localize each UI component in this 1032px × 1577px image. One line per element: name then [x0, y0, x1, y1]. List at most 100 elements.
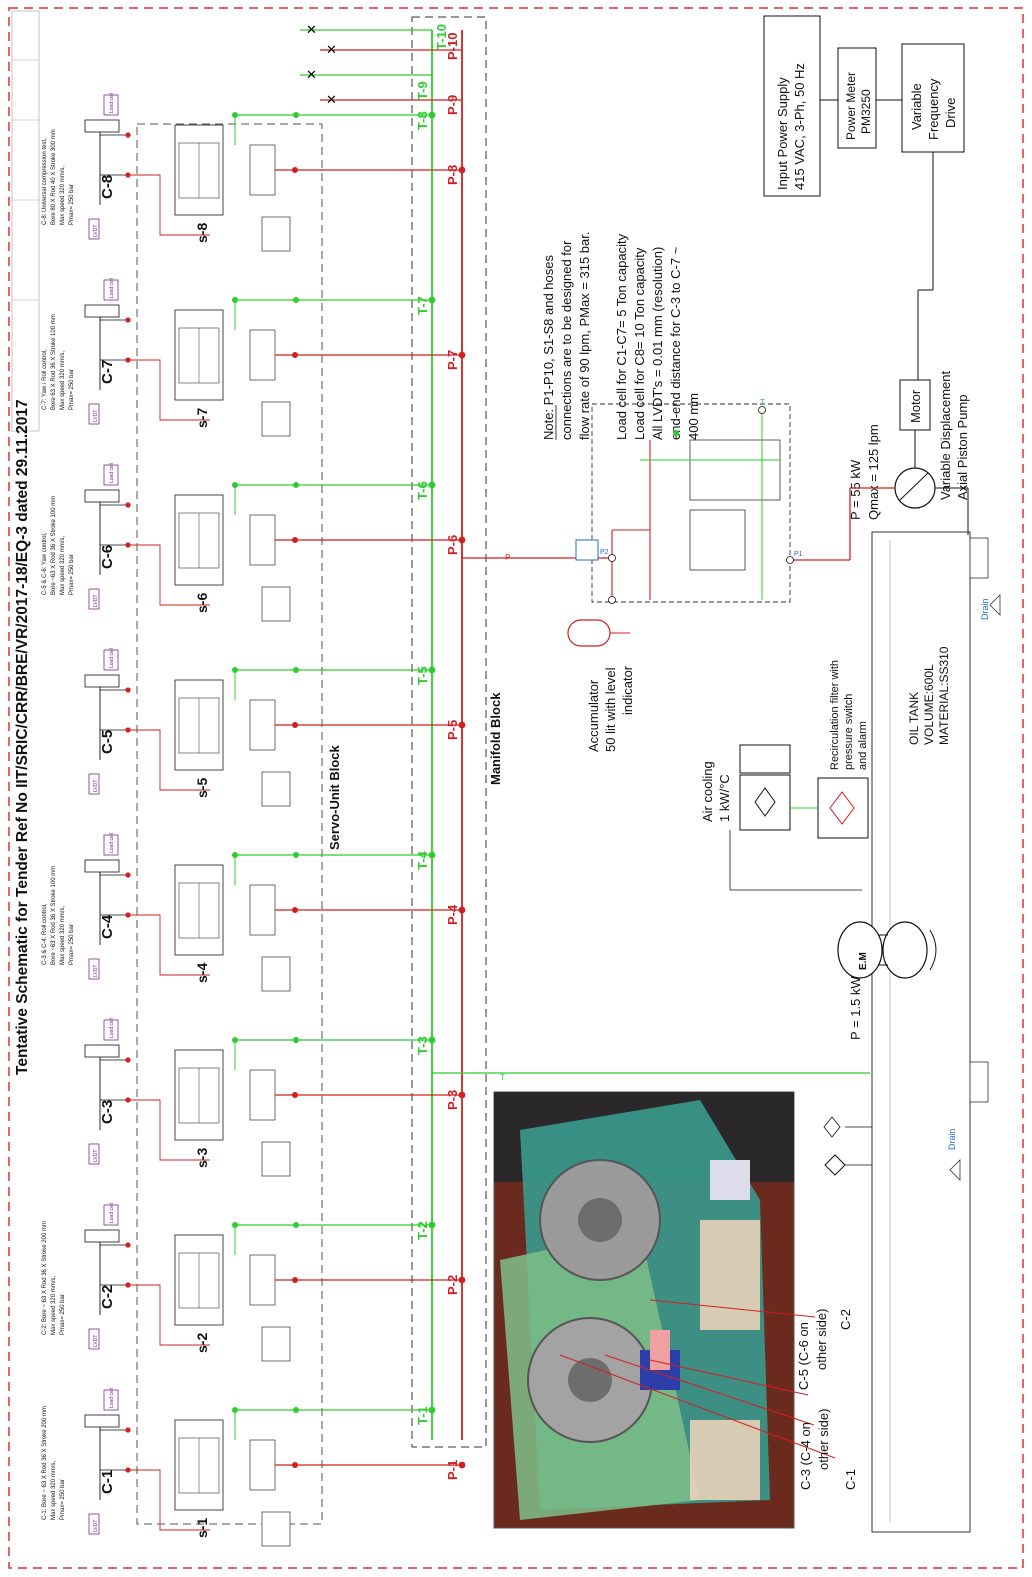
cylinder-spec-line: Max speed 320 mm/s, [51, 1276, 57, 1335]
cylinder-symbol [84, 119, 120, 133]
accumulator-line-3: indicator [620, 665, 635, 715]
note-line-1: Note: P1-P10, S1-S8 and hoses [541, 254, 556, 440]
rig-label-c1: C-1 [843, 1469, 858, 1490]
cylinder-symbol [84, 1044, 120, 1058]
cylinder-spec-line: Pmax= 250 bar [69, 554, 75, 595]
cylinder-symbol [84, 674, 120, 688]
tank-line-2: VOLUME:600L [922, 664, 936, 745]
cylinder-column: C-3 & C-4: Roll control,Bore ~63 X Rod 3… [42, 833, 466, 992]
manifold-label: Manifold Block [488, 692, 503, 785]
vfd-line-3: Drive [943, 98, 958, 128]
drain-label-1: Drain [980, 598, 990, 620]
cylinder-spec-line: C-3 & C-4: Roll control, [42, 903, 48, 965]
lvdt-badge [88, 773, 100, 795]
tank-line-1: OIL TANK [907, 692, 921, 745]
loadcell-label: Load cell [109, 1388, 115, 1408]
title-block [11, 10, 40, 432]
power-supply-line-2: 415 VAC, 3-Ph, 50 Hz [792, 63, 807, 190]
pressure-port-label: P-5 [445, 720, 460, 740]
small-pump-spec: P = 1.5 kW [848, 976, 863, 1040]
lvdt-badge [88, 1143, 100, 1165]
rig-label-c3-line2: other side) [816, 1409, 831, 1470]
servo-label: s-7 [194, 408, 210, 428]
port-t9: T-9 [415, 81, 430, 100]
motor-box [899, 379, 931, 431]
pump-spec-1: P = 55 kW [848, 459, 863, 520]
servo-label: s-2 [194, 1333, 210, 1353]
power-meter-line-2: PM3250 [859, 89, 873, 134]
servo-label: s-6 [194, 593, 210, 613]
port-p9: P-9 [445, 95, 460, 115]
power-chain: Input Power Supply 415 VAC, 3-Ph, 50 Hz … [763, 15, 970, 561]
loadcell-badge [103, 1389, 119, 1411]
note-line-3: flow rate of 90 lpm, PMax = 315 bar. [577, 232, 592, 440]
cylinder-column: C-5 & C-6: Yaw control,Bore ~63 X Rod 36… [42, 463, 466, 622]
cylinder-spec-line: Pmax= 250 bar [60, 1294, 66, 1335]
load-note-5: 400 mm [686, 393, 701, 440]
pressure-port-label: P-3 [445, 1090, 460, 1110]
port-t-top: T [760, 398, 765, 407]
lvdt-label: LVDT [93, 1150, 99, 1162]
port-p2: P2 [600, 549, 609, 556]
cylinder-spec-line: Max speed 320 mm/s, [60, 351, 66, 410]
loadcell-label: Load cell [109, 648, 115, 668]
cylinder-spec-line: C-2: Bore ~ 63 X Rod 36 X Stroke 200 mm [42, 1221, 48, 1335]
loadcell-badge [103, 649, 119, 671]
rig-label-c5-line1: C-5 (C-6 on [796, 1322, 811, 1390]
rig-label-c2: C-2 [838, 1309, 853, 1330]
oil-tank: OIL TANK VOLUME:600L MATERIAL:SS310 Drai… [871, 531, 1001, 1533]
cylinder-label: C-5 [99, 730, 116, 754]
cylinder-label: C-1 [99, 1470, 116, 1494]
pressure-port-label: P-6 [445, 535, 460, 555]
cylinder-spec-line: Pmax= 250 bar [69, 369, 75, 410]
air-cooling-line-1: Air cooling [700, 761, 715, 822]
cylinder-spec-line: C-5 & C-6: Yaw control, [42, 532, 48, 595]
tank-port-label: T-2 [415, 1221, 430, 1240]
tank-port-label: T-6 [415, 481, 430, 500]
accumulator-valve-block: Accumulator 50 lit with level indicator … [462, 398, 803, 752]
accumulator-symbol [567, 619, 611, 647]
pressure-port-label: P-7 [445, 350, 460, 370]
servo-unit-block [136, 123, 323, 1525]
loadcell-badge [103, 1204, 119, 1226]
pressure-port-label: P-2 [445, 1275, 460, 1295]
servo-unit-label: Servo-Unit Block [327, 744, 342, 850]
port-t10: T-10 [434, 24, 449, 50]
power-meter-line-1: Power Meter [844, 72, 858, 140]
accumulator-line-2: 50 lit with level [603, 667, 618, 752]
loadcell-badge [103, 834, 119, 856]
power-supply-line-1: Input Power Supply [775, 77, 790, 190]
notes: Note: P1-P10, S1-S8 and hoses connection… [541, 232, 701, 440]
lvdt-label: LVDT [93, 1335, 99, 1347]
lvdt-badge [88, 403, 100, 425]
lvdt-label: LVDT [93, 410, 99, 422]
lvdt-label: LVDT [93, 1520, 99, 1532]
port-p: P [505, 553, 510, 562]
rig-label-c3-line1: C-3 (C-4 on [798, 1422, 813, 1490]
pump-name-2: Axial Piston Pump [955, 395, 970, 501]
cylinder-label: C-8 [99, 175, 116, 199]
svg-text:✕: ✕ [326, 42, 337, 57]
cylinder-spec-line: Bore 63 X Rod 36 X Stroke 100 mm [51, 314, 57, 410]
pressure-port-label: P-8 [445, 165, 460, 185]
loadcell-label: Load cell [109, 1203, 115, 1223]
lvdt-badge [88, 958, 100, 980]
tank-port-label: T-8 [415, 111, 430, 130]
lvdt-badge [88, 1328, 100, 1350]
pump-spec-2: Qmax = 125 lpm [866, 424, 881, 520]
page-border [8, 7, 1024, 1569]
tank-port-label: T-5 [415, 666, 430, 685]
svg-text:✕: ✕ [306, 67, 317, 82]
cylinder-label: C-7 [99, 360, 116, 384]
cylinder-label: C-6 [99, 545, 116, 569]
motor-label: Motor [908, 389, 923, 423]
cylinder-symbol [84, 304, 120, 318]
svg-text:✕: ✕ [326, 92, 337, 107]
cylinder-symbol [84, 859, 120, 873]
load-note-1: Load cell for C1-C7= 5 Ton capacity [614, 233, 629, 440]
cylinder-label: C-4 [99, 914, 116, 939]
em-label: E.M [858, 952, 869, 970]
cylinder-symbol [84, 1229, 120, 1243]
